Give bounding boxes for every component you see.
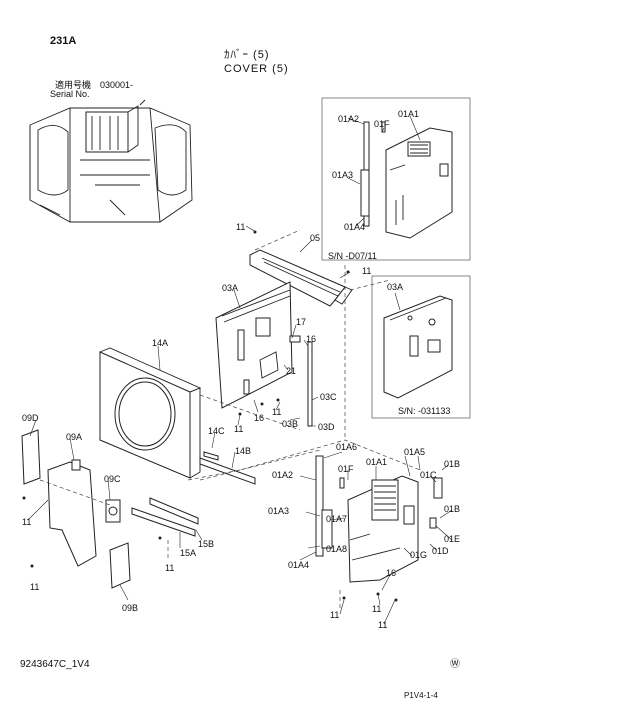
lower-inset-serial: S/N: -031133 [398, 406, 451, 416]
title-english: COVER (5) [224, 63, 289, 75]
bolts [22, 230, 398, 602]
callout: 11 [165, 563, 175, 573]
callout: 01A2 [272, 470, 294, 480]
callout: 09D [22, 413, 39, 423]
lower-assembly-01a [315, 455, 443, 583]
callout: 01G [410, 550, 428, 560]
machine-overview-sketch [29, 99, 193, 223]
shroud-14a [99, 347, 202, 479]
callout: 11 [30, 582, 40, 592]
callout: 01A2 [338, 114, 360, 124]
callout: 16 [306, 334, 317, 344]
callout: 14C [208, 426, 225, 436]
callout: 03B [282, 419, 299, 429]
callout: 05 [310, 233, 321, 243]
callout: 17 [296, 317, 307, 327]
callout: 11 [372, 604, 382, 614]
callout: 14A [152, 338, 169, 348]
rails-15a-15b [131, 497, 199, 537]
callout: 01A4 [288, 560, 310, 570]
upper-inset-serial: S/N -D07/11 [328, 251, 377, 261]
callout: 01A6 [336, 442, 358, 452]
lower-inset-panel [383, 295, 453, 399]
serial-label-jp: 適用号機 [55, 80, 92, 90]
callout: 09B [122, 603, 139, 613]
callout: 01E [444, 534, 461, 544]
upper-inset-parts [360, 121, 453, 239]
callout: 09C [104, 474, 121, 484]
callout: 01A1 [398, 109, 420, 119]
callout: 15B [198, 539, 215, 549]
callout: 03A [387, 282, 404, 292]
rails-14b-14c [199, 451, 256, 485]
top-cover-05 [249, 249, 353, 307]
callout: 01F [338, 464, 354, 474]
assembly-guide-lines [39, 229, 421, 610]
callout: 01C [420, 470, 437, 480]
callout: 01B [444, 504, 461, 514]
callout: 01A7 [326, 514, 348, 524]
serial-value: 030001- [100, 80, 134, 90]
w-mark: Ⓦ [450, 659, 460, 670]
callout: 03D [318, 422, 335, 432]
callout: 01A3 [268, 506, 290, 516]
callout: 01A8 [326, 544, 348, 554]
callout: 01A3 [332, 170, 354, 180]
page-code: 231A [50, 35, 77, 47]
callout: 01A1 [366, 457, 388, 467]
callout: 11 [362, 266, 372, 276]
callout: 11 [22, 517, 32, 527]
callout: 01A5 [404, 447, 426, 457]
callout: 01B [444, 459, 461, 469]
callout: 01F [374, 119, 390, 129]
callout: 11 [330, 610, 340, 620]
callout: 15A [180, 548, 197, 558]
callout: 16 [386, 568, 397, 578]
callout: 14B [235, 446, 252, 456]
callout: 16 [254, 413, 265, 423]
callout: 01A4 [344, 222, 366, 232]
title-japanese: ｶﾊﾞｰ (5) [224, 49, 270, 61]
left-covers-09 [21, 429, 131, 589]
callout: 03C [320, 392, 337, 402]
callout: 11 [236, 222, 246, 232]
serial-label-en: Serial No. [50, 89, 90, 99]
callout: 03A [222, 283, 239, 293]
callout: 11 [234, 424, 244, 434]
page-reference: P1V4-1-4 [404, 691, 438, 700]
callout: 09A [66, 432, 83, 442]
panel-03a [215, 281, 313, 427]
leader-lines [27, 115, 453, 625]
callout: 21 [286, 366, 297, 376]
callout: 01D [432, 546, 449, 556]
callout: 11 [272, 407, 282, 417]
callout: 11 [378, 620, 388, 630]
drawing-number: 9243647C_1V4 [20, 659, 90, 670]
